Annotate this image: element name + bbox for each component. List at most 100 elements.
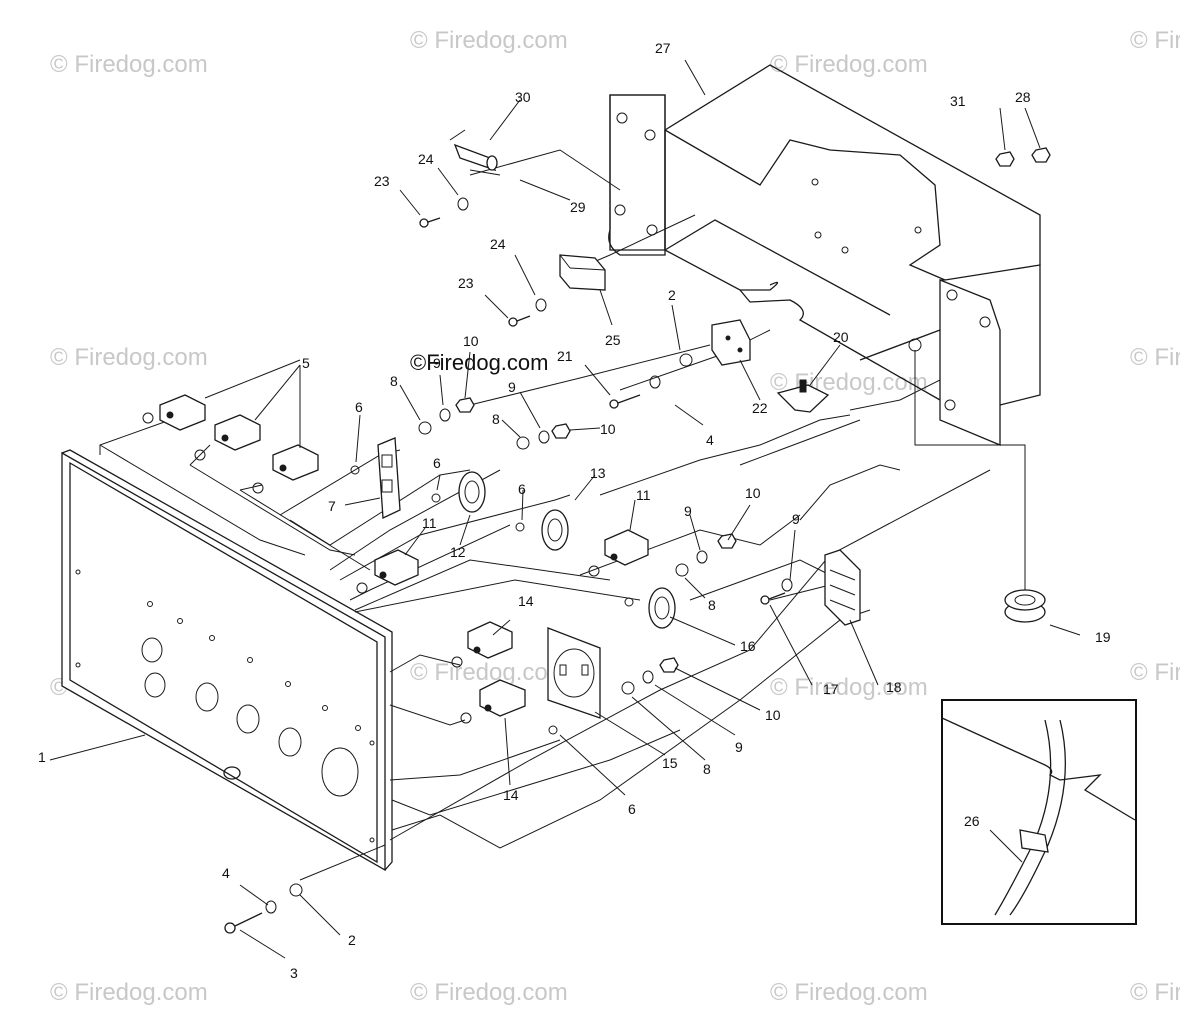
breaker-switch-icon bbox=[356, 549, 419, 594]
part-label: 16 bbox=[740, 638, 756, 654]
washer-icon bbox=[516, 436, 530, 450]
part-label: 10 bbox=[463, 333, 479, 349]
nut-icon bbox=[551, 423, 571, 439]
part-label: 6 bbox=[355, 399, 363, 415]
nut-icon bbox=[659, 657, 679, 673]
part-label: 29 bbox=[570, 199, 586, 215]
washer-icon bbox=[642, 670, 654, 684]
part-label: 23 bbox=[374, 173, 390, 189]
rectifier-icon bbox=[711, 319, 751, 366]
screw-icon bbox=[760, 592, 786, 605]
part-label: 10 bbox=[765, 707, 781, 723]
part-label: 11 bbox=[636, 487, 651, 503]
washer-icon bbox=[535, 298, 547, 312]
washer-icon bbox=[289, 883, 303, 897]
part-labels: 1 2 2 3 4 4 5 6 6 6 6 7 8 8 8 8 9 9 9 9 … bbox=[38, 40, 1111, 981]
washer-icon bbox=[265, 900, 277, 914]
part-label: 17 bbox=[823, 681, 839, 697]
part-label: 4 bbox=[222, 865, 230, 881]
watermark: © Firedog.com bbox=[770, 674, 928, 701]
rear-enclosure-box bbox=[608, 64, 1041, 590]
part-label: 6 bbox=[628, 801, 636, 817]
watermark: © Firedog.com bbox=[410, 979, 568, 1006]
watermark: © Firedog.com bbox=[770, 979, 928, 1006]
washer-icon bbox=[621, 681, 635, 695]
power-receptacle-icon bbox=[547, 627, 601, 735]
part-label: 1 bbox=[38, 749, 46, 765]
part-label: 18 bbox=[886, 679, 902, 695]
nut-icon bbox=[1031, 147, 1051, 163]
part-label: 5 bbox=[302, 355, 310, 371]
breaker-switch-icon bbox=[451, 621, 513, 668]
screw-icon bbox=[609, 394, 641, 409]
watermark: © Firedog.com bbox=[1130, 659, 1180, 686]
inset-detail bbox=[941, 699, 1137, 925]
twist-lock-receptacle-icon bbox=[431, 471, 486, 513]
part-label: 9 bbox=[792, 511, 800, 527]
part-label: 7 bbox=[328, 498, 336, 514]
part-label: 12 bbox=[450, 544, 466, 560]
breaker-switch-icon bbox=[252, 444, 319, 494]
duplex-receptacle-icon bbox=[350, 437, 401, 519]
watermark: © Firedog.com bbox=[50, 344, 208, 371]
part-label: 4 bbox=[706, 432, 714, 448]
part-label: 31 bbox=[950, 93, 966, 109]
part-label: 9 bbox=[433, 355, 441, 371]
part-label: 6 bbox=[433, 455, 441, 471]
washer-icon bbox=[696, 550, 708, 564]
part-label: 20 bbox=[833, 329, 849, 345]
terminal-block-icon bbox=[824, 549, 861, 626]
washer-icon bbox=[538, 430, 550, 444]
part-label: 8 bbox=[390, 373, 398, 389]
part-label: 2 bbox=[348, 932, 356, 948]
part-label: 24 bbox=[490, 236, 506, 252]
breaker-switch-icon bbox=[194, 414, 261, 461]
grommet-icon bbox=[1004, 589, 1046, 623]
watermark: © Firedog.com bbox=[410, 27, 568, 54]
twist-lock-receptacle-icon bbox=[624, 587, 676, 629]
watermark: © Firedog.com bbox=[1130, 979, 1180, 1006]
ground-terminal-icon bbox=[776, 379, 830, 413]
front-panel bbox=[61, 449, 393, 872]
part-label: 19 bbox=[1095, 629, 1111, 645]
part-label: 9 bbox=[735, 739, 743, 755]
washer-icon bbox=[781, 578, 793, 592]
washer-icon bbox=[418, 421, 432, 435]
washer-icon bbox=[457, 197, 469, 211]
washer-icon bbox=[675, 563, 689, 577]
breaker-switch-icon bbox=[588, 529, 649, 577]
part-label: 25 bbox=[605, 332, 621, 348]
part-label: 22 bbox=[752, 400, 768, 416]
washer-icon bbox=[679, 353, 693, 367]
screw-icon bbox=[419, 217, 441, 228]
twist-lock-receptacle-icon bbox=[515, 509, 569, 551]
part-label: 8 bbox=[708, 597, 716, 613]
part-label: 24 bbox=[418, 151, 434, 167]
center-watermark: ©Firedog.com bbox=[410, 350, 548, 375]
part-label: 23 bbox=[458, 275, 474, 291]
part-label: 15 bbox=[662, 755, 678, 771]
part-label: 30 bbox=[515, 89, 531, 105]
washer-icon bbox=[439, 408, 451, 422]
watermark: © Firedog.com bbox=[50, 51, 208, 78]
watermark: © Firedog.com bbox=[410, 659, 568, 686]
part-label: 2 bbox=[668, 287, 676, 303]
part-label: 21 bbox=[557, 348, 573, 364]
part-label: 8 bbox=[492, 411, 500, 427]
screw-icon bbox=[224, 912, 263, 934]
nut-icon bbox=[455, 397, 475, 413]
part-label: 10 bbox=[745, 485, 761, 501]
nut-icon bbox=[995, 151, 1015, 167]
relay-icon bbox=[559, 254, 606, 291]
part-label: 11 bbox=[422, 515, 437, 531]
part-label: 14 bbox=[518, 593, 534, 609]
watermark: © Firedog.com bbox=[770, 51, 928, 78]
part-label: 14 bbox=[503, 787, 519, 803]
part-label: 9 bbox=[684, 503, 692, 519]
watermark: © Firedog.com bbox=[1130, 344, 1180, 371]
capacitor-icon bbox=[449, 129, 501, 176]
watermark: © Firedog.com bbox=[50, 979, 208, 1006]
label-leaders bbox=[49, 59, 1081, 959]
part-label: 28 bbox=[1015, 89, 1031, 105]
